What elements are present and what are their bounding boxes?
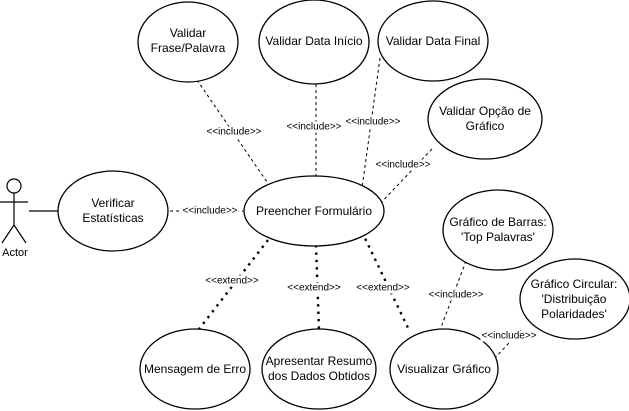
- rel-label-extend-visualizar: <<extend>>: [355, 282, 411, 294]
- use-case-grafico-barras: [442, 189, 554, 271]
- use-case-validar-data-final: [377, 0, 489, 82]
- use-case-visualizar-grafico: [389, 328, 499, 410]
- use-case-apresentar-resumo: [261, 328, 377, 410]
- use-case-validar-frase: [137, 1, 239, 83]
- rel-label-extend-resumo: <<extend>>: [286, 282, 342, 294]
- use-case-grafico-circular: [519, 258, 629, 340]
- use-case-preencher-formulario: [243, 175, 385, 247]
- actor-label: Actor: [2, 247, 28, 259]
- rel-label-include-data-final: <<include>>: [344, 116, 402, 128]
- use-case-validar-data-inicio: [258, 0, 370, 85]
- rel-label-extend-erro: <<extend>>: [204, 275, 260, 287]
- rel-label-include-data-inicio: <<include>>: [285, 121, 343, 133]
- edge-extend-mensagem-erro: [195, 239, 269, 334]
- actor-figure: [0, 178, 28, 244]
- rel-label-include-circular: <<include>>: [480, 330, 538, 342]
- rel-label-include-verificar: <<include>>: [181, 205, 239, 217]
- rel-label-include-frase: <<include>>: [205, 126, 263, 138]
- use-case-validar-opcao-grafico: [427, 78, 543, 160]
- use-case-verificar-estatisticas: [57, 170, 169, 252]
- use-case-mensagem-erro: [139, 328, 251, 410]
- edge-include-validar-opcao-grafico: [375, 148, 433, 209]
- edge-include-validar-data-final: [361, 57, 381, 189]
- rel-label-include-barras: <<include>>: [427, 289, 485, 301]
- rel-label-include-opcao-grafico: <<include>>: [374, 159, 432, 171]
